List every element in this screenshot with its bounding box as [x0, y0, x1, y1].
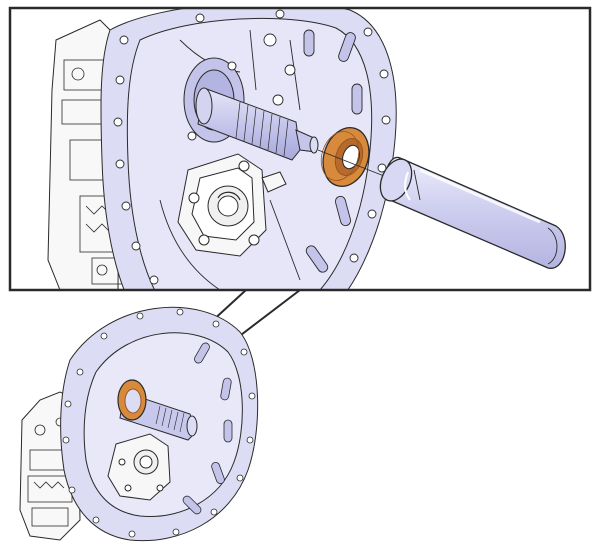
overview-housing-slots — [182, 342, 233, 515]
overview-flange-bolts — [62, 308, 256, 538]
overview-seal — [117, 379, 147, 421]
detail-axis-line — [317, 149, 385, 177]
detail-frame — [8, 6, 592, 292]
overview-transmission — [19, 306, 259, 542]
overview-pump — [107, 433, 171, 501]
detail-pump — [177, 153, 287, 257]
detail-view — [47, 8, 566, 290]
detail-seal — [320, 127, 370, 187]
detail-shaft-splines — [235, 101, 289, 157]
detail-flange-bolts — [113, 9, 391, 285]
detail-installer-tool — [379, 157, 566, 269]
detail-input-shaft — [195, 87, 319, 161]
